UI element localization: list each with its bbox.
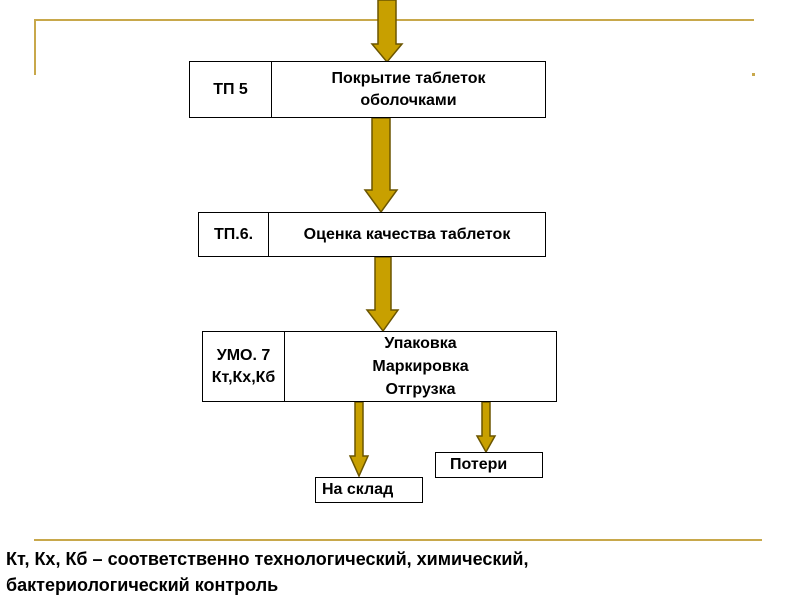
arrow-step-7-to-losses bbox=[475, 401, 497, 454]
step-5-title-line-1: Покрытие таблеток bbox=[331, 69, 486, 87]
step-6-title: Оценка качества таблеток bbox=[303, 225, 511, 243]
footnote: Кт, Кх, Кб – соответственно технологичес… bbox=[6, 546, 786, 598]
step-7-title-line-3: Отгрузка bbox=[385, 381, 456, 398]
step-5-code: ТП 5 bbox=[190, 62, 272, 117]
bottom-gold-line bbox=[34, 539, 762, 541]
step-7-code-line-1: УМО. 7 bbox=[216, 346, 271, 364]
warehouse-box: На склад bbox=[315, 477, 423, 503]
step-7-box: УМО. 7 Кт,Кх,Кб Упаковка Маркировка Отгр… bbox=[202, 331, 557, 402]
step-6-code: ТП.6. bbox=[199, 213, 269, 256]
step-5-title: Покрытие таблеток оболочками bbox=[272, 62, 545, 117]
arrow-step-5-to-step-6 bbox=[363, 117, 399, 214]
step-7-title-line-1: Упаковка bbox=[384, 335, 457, 352]
warehouse-label: На склад bbox=[322, 481, 394, 498]
step-7-code: УМО. 7 Кт,Кх,Кб bbox=[203, 332, 285, 401]
step-7-title-line-2: Маркировка bbox=[372, 358, 469, 375]
losses-box: Потери bbox=[435, 452, 543, 478]
arrow-step-7-to-warehouse bbox=[348, 401, 370, 478]
losses-label: Потери bbox=[450, 456, 508, 473]
arrow-into-step-5 bbox=[370, 0, 404, 64]
footnote-line-1: Кт, Кх, Кб – соответственно технологичес… bbox=[6, 549, 529, 569]
step-7-title: Упаковка Маркировка Отгрузка bbox=[285, 332, 556, 401]
gold-dot bbox=[752, 73, 755, 76]
step-7-code-line-2: Кт,Кх,Кб bbox=[211, 368, 276, 386]
footnote-line-2: бактериологический контроль bbox=[6, 575, 279, 595]
arrow-step-6-to-step-7 bbox=[365, 256, 400, 333]
left-gold-line bbox=[34, 19, 36, 75]
step-5-box: ТП 5 Покрытие таблеток оболочками bbox=[189, 61, 546, 118]
step-5-title-line-2: оболочками bbox=[360, 91, 457, 109]
step-6-box: ТП.6. Оценка качества таблеток bbox=[198, 212, 546, 257]
